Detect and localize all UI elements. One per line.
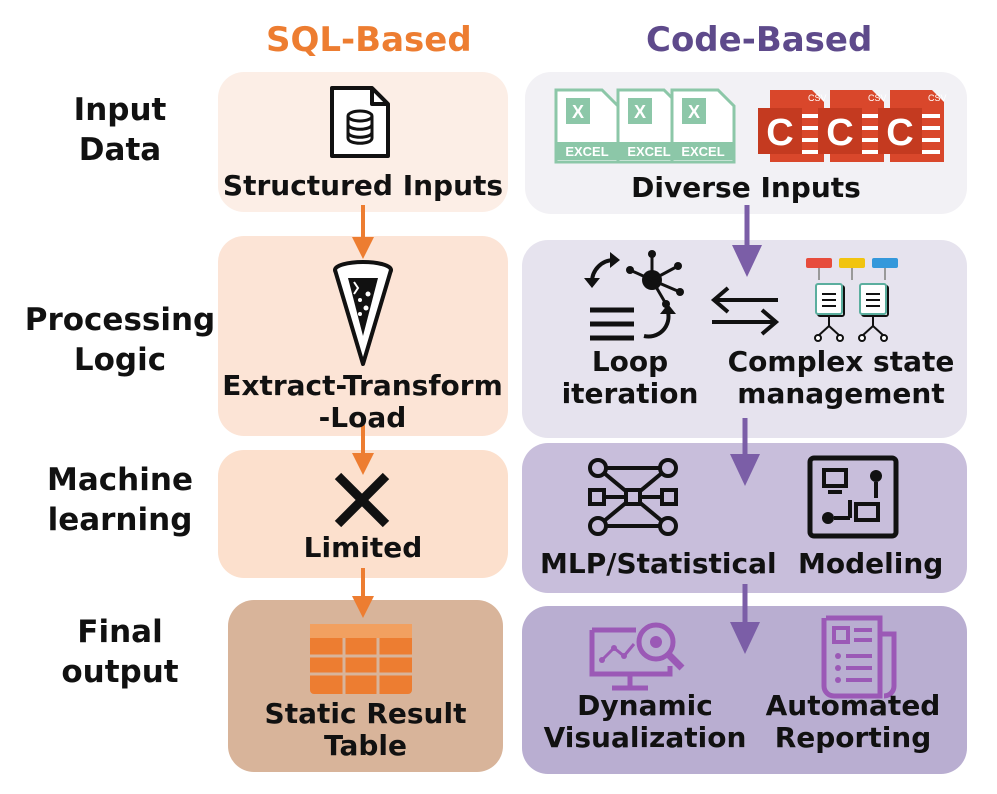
csv-file-icon: C CSV [758, 90, 827, 162]
modeling-icon [807, 455, 899, 539]
x-mark-icon [334, 472, 390, 528]
row-label-processing-logic: Processing Logic [20, 300, 220, 381]
etl-label-line1: Extract-Transform [222, 369, 503, 402]
static-result-line2: Table [323, 729, 407, 763]
row-label-ml-line1: Machine [47, 462, 193, 498]
row-label-processing-line1: Processing [24, 302, 216, 338]
table-icon [310, 624, 412, 694]
report-document-icon [821, 615, 897, 699]
csv-label-3: CSV [928, 93, 947, 103]
diverse-inputs-label: Diverse Inputs [631, 171, 861, 204]
row-label-machine-learning: Machine learning [30, 460, 210, 541]
row-label-input-line2: Data [78, 132, 162, 169]
database-file-icon [330, 86, 390, 158]
viz-line2: Visualization [543, 721, 747, 755]
funnel-icon [333, 260, 393, 366]
modeling-label: Modeling [798, 547, 944, 580]
exchange-arrows-icon [710, 286, 780, 336]
code-based-header: Code-Based [646, 20, 873, 60]
viz-line1: Dynamic [577, 689, 713, 722]
report-line1: Automated [765, 689, 941, 722]
etl-label-line2: -Load [318, 401, 407, 435]
csv-file-icon: C CSV [878, 90, 947, 162]
svg-text:X: X [572, 102, 584, 122]
static-result-line1: Static Result [264, 697, 467, 730]
loop-network-icon [584, 250, 684, 341]
code-arrow-1 [732, 205, 762, 277]
automated-reporting-label: Automated Reporting [748, 689, 958, 755]
loop-line2: iteration [561, 377, 699, 411]
structured-inputs-label: Structured Inputs [222, 169, 504, 202]
dynamic-visualization-label: Dynamic Visualization [540, 689, 750, 755]
csv-letter-2: C [826, 112, 853, 154]
mlp-statistical-label: MLP/Statistical [540, 547, 777, 580]
code-arrow-2 [730, 418, 760, 486]
row-label-output-line1: Final [77, 614, 163, 650]
static-result-table-label: Static Result Table [228, 697, 503, 763]
excel-label-2: EXCEL [627, 144, 670, 159]
row-label-ml-line2: learning [47, 502, 193, 539]
row-label-processing-line2: Logic [73, 342, 167, 379]
loop-iteration-label: Loop iteration [560, 345, 700, 411]
excel-file-icon: X EXCEL [670, 88, 736, 164]
neural-network-icon [588, 458, 678, 536]
csv-letter-1: C [766, 112, 793, 154]
svg-text:X: X [634, 102, 646, 122]
sql-arrow-2 [352, 425, 374, 475]
sql-based-header: SQL-Based [266, 20, 472, 60]
sql-arrow-3 [352, 568, 374, 618]
state-line1: Complex state [727, 345, 955, 378]
etl-label: Extract-Transform -Load [205, 369, 520, 435]
csv-label-2: CSV [868, 93, 887, 103]
svg-text:X: X [688, 102, 700, 122]
excel-file-icon: X EXCEL [554, 88, 620, 164]
csv-label-1: CSV [808, 93, 827, 103]
csv-file-icon: C CSV [818, 90, 887, 162]
report-line2: Reporting [774, 721, 932, 755]
row-label-input-data: Input Data [40, 90, 200, 171]
csv-letter-3: C [886, 112, 913, 154]
excel-file-icon: X EXCEL [616, 88, 682, 164]
excel-label-3: EXCEL [681, 144, 724, 159]
loop-line1: Loop [591, 345, 669, 378]
code-arrow-3 [730, 584, 760, 654]
row-label-output-line2: output [61, 654, 179, 691]
state-line2: management [737, 377, 945, 411]
complex-state-label: Complex state management [710, 345, 972, 411]
row-label-final-output: Final output [40, 612, 200, 693]
excel-label-1: EXCEL [565, 144, 608, 159]
sql-arrow-1 [352, 205, 374, 259]
state-management-icon [806, 258, 898, 342]
limited-label: Limited [303, 531, 423, 564]
visualization-monitor-icon [589, 622, 685, 691]
row-label-input-line1: Input [73, 92, 167, 128]
